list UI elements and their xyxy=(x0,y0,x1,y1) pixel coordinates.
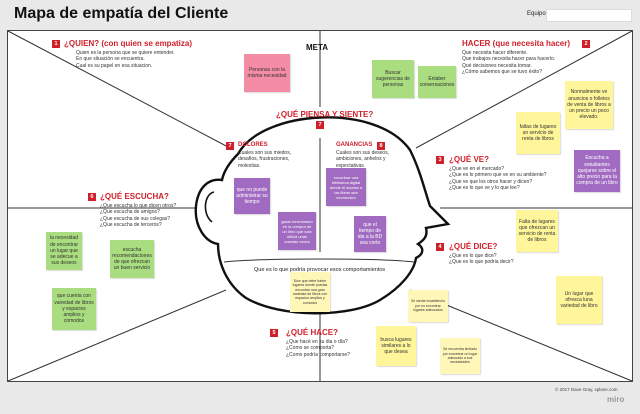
sticky-note[interactable]: Buscar sugerencias de personas xyxy=(372,60,414,98)
bottom-question: Que es lo que podría provocar esos compo… xyxy=(254,267,386,273)
sticky-note[interactable]: que no puede administrar su tiempo xyxy=(234,178,270,214)
sticky-note[interactable]: Normalmente ve anuncios o folletos de ve… xyxy=(565,81,613,129)
ve-badge: 3 xyxy=(436,156,444,164)
quien-desc: Quien es la persona que se quiere entend… xyxy=(76,50,175,69)
sticky-note[interactable]: faltas de lugares un servicio de renta d… xyxy=(516,112,560,154)
escucha-badge: 6 xyxy=(88,193,96,201)
hacer-title: HACER (que necesita hacer) xyxy=(462,39,571,48)
escucha-title: ¿QUÉ ESCUCHA? xyxy=(100,192,169,201)
hacer-badge: 2 xyxy=(582,40,590,48)
head-outline xyxy=(194,116,451,315)
page-title: Mapa de empatía del Cliente xyxy=(14,5,229,22)
copyright-footer: © 2017 Dave Gray, xplane.com xyxy=(555,387,618,392)
ganancias-title: GANANCIAS xyxy=(336,142,373,148)
meta-label: META xyxy=(306,43,329,52)
ganancias-badge: 8 xyxy=(377,142,385,150)
sticky-note[interactable]: Un lugar que ofresca luna variedad de li… xyxy=(556,276,602,324)
dolores-desc: Cuales son sus miedos, desafios, frustra… xyxy=(238,150,292,169)
sticky-note[interactable]: que el tiempo de ida a la BD sea corto xyxy=(354,216,386,252)
sticky-note[interactable]: Personas con la misma necesidad xyxy=(244,54,290,92)
dice-desc: ¿Que es lo que dice? ¿Que es lo que podr… xyxy=(449,253,514,266)
quien-title: ¿QUIEN? (con quien se empatiza) xyxy=(64,39,193,48)
piensa-badge: 7 xyxy=(316,121,324,129)
hacer-desc: Que necesita hacer diferente. Que trabaj… xyxy=(462,50,556,75)
team-label: Equipo xyxy=(527,11,546,17)
sticky-note[interactable]: la necesidad de encontrar un lugar que s… xyxy=(46,232,82,270)
dice-badge: 4 xyxy=(436,243,444,251)
team-input[interactable] xyxy=(546,9,632,22)
sticky-note[interactable]: gasto innecesario en la compra de un lib… xyxy=(278,212,316,250)
dolores-title: DOLORES xyxy=(238,142,268,148)
sticky-note[interactable]: Se siente insatisfecho por no encontrar … xyxy=(408,290,448,322)
sticky-note[interactable]: Dice que debe haber lugares donde puedas… xyxy=(290,272,330,312)
piensa-title: ¿QUÉ PIENSA Y SIENTE? xyxy=(276,110,374,119)
sticky-note[interactable]: que cuenta con variedad de libros y espa… xyxy=(52,288,96,330)
hace-badge: 5 xyxy=(270,329,278,337)
sticky-note[interactable]: Enlaber conversaciones xyxy=(418,66,456,98)
sticky-note[interactable]: busca lugares similares a lo que desea xyxy=(376,326,416,366)
hace-desc: ¿Que hacé en su dia o día? ¿Como se comp… xyxy=(286,339,350,358)
dice-title: ¿QUÉ DICE? xyxy=(449,242,498,251)
dolores-badge: 7 xyxy=(226,142,234,150)
hace-title: ¿QUÉ HACE? xyxy=(286,328,338,337)
ve-title: ¿QUÉ VE? xyxy=(449,155,490,164)
sticky-note[interactable]: escucha recomendaciones de que ofrezcan … xyxy=(110,240,154,278)
miro-logo: miro xyxy=(607,395,625,404)
sticky-note[interactable]: Se encuentra limitado por encontrar un l… xyxy=(440,338,480,374)
sticky-note[interactable]: encontrar una biblioteca digital donde e… xyxy=(326,168,366,206)
ve-desc: ¿Que ve en el mercado? ¿Que es lo primer… xyxy=(449,166,547,191)
sticky-note[interactable]: Escucha a estudiantes quejarse sobre el … xyxy=(574,150,620,192)
quien-badge: 1 xyxy=(52,40,60,48)
sticky-note[interactable]: Falta de lugares que ofrezcan un servici… xyxy=(516,210,558,252)
ganancias-desc: Cuales son sus deseos, ambiciones, anhel… xyxy=(336,150,390,169)
escucha-desc: ¿Que escucha lo que dicen otros? ¿Que es… xyxy=(100,203,177,228)
